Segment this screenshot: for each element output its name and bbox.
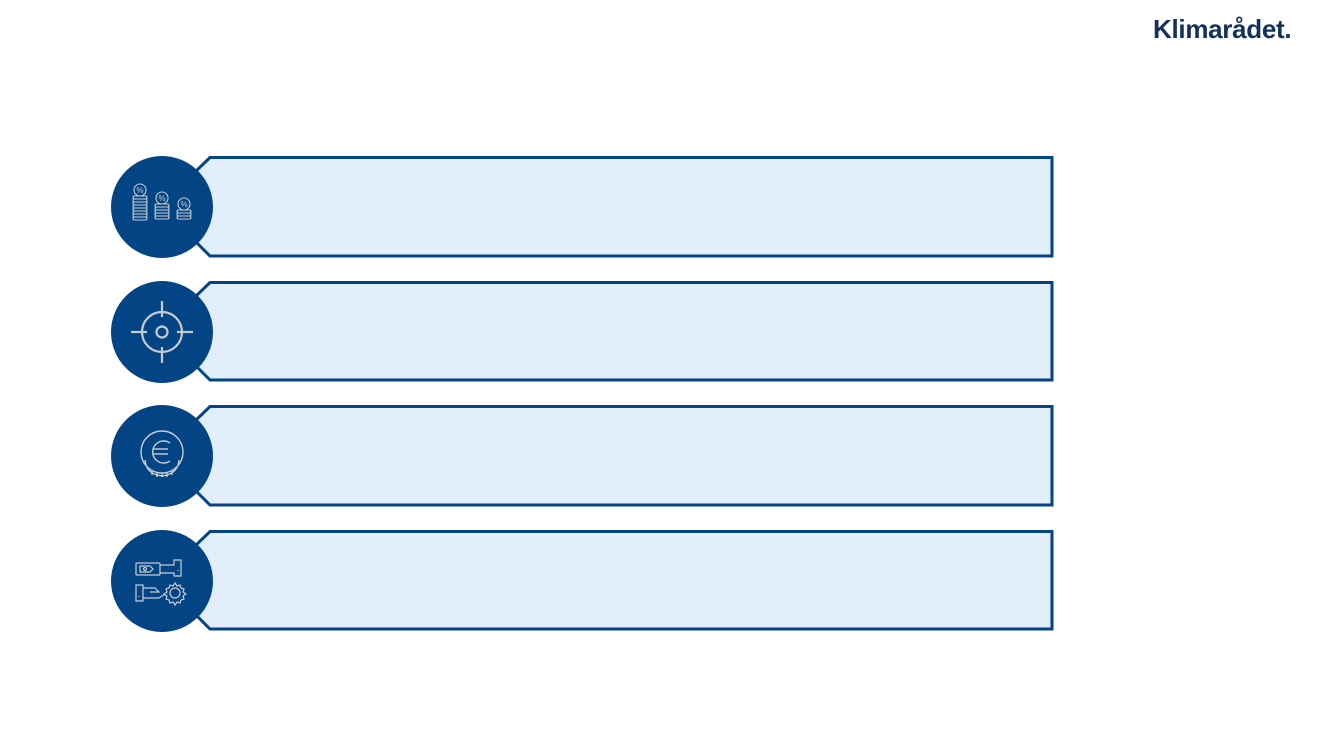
euro-coin-icon — [140, 430, 184, 477]
row-4-icon-circle — [111, 530, 213, 632]
row-3-icon-circle — [111, 405, 213, 507]
row-2-icon-circle — [111, 281, 213, 383]
klimaradet-logo: Klimarådet. — [1153, 14, 1292, 44]
row-1: % % % — [0, 156, 1333, 258]
row-2 — [0, 281, 1333, 383]
money-exchange-hands-icon — [135, 559, 188, 607]
percent-coins-stack-icon: % % % — [132, 183, 192, 221]
svg-text:%: % — [136, 186, 143, 195]
svg-text:%: % — [158, 194, 165, 203]
svg-text:%: % — [180, 200, 187, 209]
target-crosshair-icon — [131, 301, 193, 363]
row-4 — [0, 530, 1333, 632]
row-3 — [0, 405, 1333, 507]
row-1-icon-circle: % % % — [111, 156, 213, 258]
